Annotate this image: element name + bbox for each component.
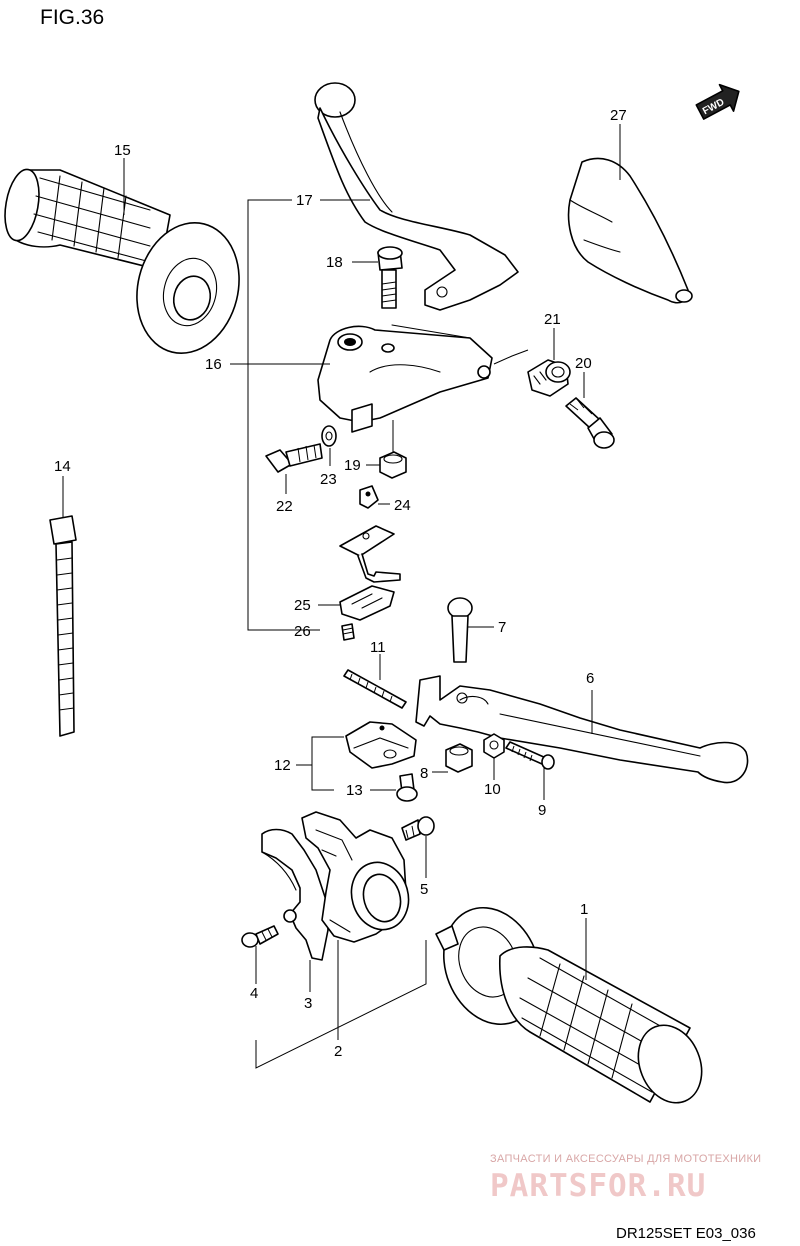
callout-20: 20 bbox=[575, 355, 592, 372]
part-23-washer[interactable] bbox=[321, 425, 337, 447]
part-12-brake-switch-bracket[interactable] bbox=[345, 721, 417, 769]
callout-1: 1 bbox=[580, 901, 588, 918]
callout-9: 9 bbox=[538, 802, 546, 819]
callout-23: 23 bbox=[320, 471, 337, 488]
fwd-arrow-icon: FWD bbox=[695, 83, 740, 120]
part-15-left-grip[interactable] bbox=[0, 167, 252, 364]
callout-27: 27 bbox=[610, 107, 627, 124]
callout-3: 3 bbox=[304, 995, 312, 1012]
part-9-adjuster-screw[interactable] bbox=[505, 741, 555, 770]
callout-19: 19 bbox=[344, 457, 361, 474]
part-25-clutch-switch[interactable] bbox=[339, 585, 395, 621]
part-1-throttle-grip[interactable] bbox=[427, 893, 713, 1112]
part-20-adjuster-bolt[interactable] bbox=[565, 397, 615, 449]
part-2-throttle-housing[interactable] bbox=[301, 811, 416, 943]
callout-17: 17 bbox=[296, 192, 313, 209]
part-16-lever-bracket[interactable] bbox=[317, 324, 493, 433]
callout-7: 7 bbox=[498, 619, 506, 636]
callout-15: 15 bbox=[114, 142, 131, 159]
callout-26: 26 bbox=[294, 623, 311, 640]
callout-12: 12 bbox=[274, 757, 291, 774]
part-24-pin[interactable] bbox=[359, 485, 379, 509]
callout-24: 24 bbox=[394, 497, 411, 514]
part-19-nut[interactable] bbox=[379, 451, 407, 479]
callout-14: 14 bbox=[54, 458, 71, 475]
part-3-housing-cover[interactable] bbox=[261, 828, 329, 961]
watermark-logo: PARTSFOR.RU bbox=[490, 1168, 706, 1204]
callout-21: 21 bbox=[544, 311, 561, 328]
figure-code: DR125SET E03_036 bbox=[616, 1225, 756, 1242]
part-11-adjust-rod[interactable] bbox=[343, 669, 407, 709]
watermark-tagline: ЗАПЧАСТИ И АКСЕССУАРЫ ДЛЯ МОТОТЕХНИКИ bbox=[490, 1153, 761, 1165]
callout-18: 18 bbox=[326, 254, 343, 271]
part-7-brake-pivot-bolt[interactable] bbox=[447, 597, 473, 663]
part-4-screw[interactable] bbox=[241, 925, 279, 948]
part-26-screw[interactable] bbox=[341, 623, 355, 641]
part-14-cable-tie[interactable] bbox=[49, 515, 77, 737]
clutch-switch-plate[interactable] bbox=[339, 525, 401, 583]
callout-22: 22 bbox=[276, 498, 293, 515]
part-5-screw[interactable] bbox=[401, 816, 435, 841]
part-10-nut[interactable] bbox=[483, 733, 505, 759]
callout-6: 6 bbox=[586, 670, 594, 687]
part-17-clutch-lever[interactable] bbox=[314, 82, 519, 311]
part-6-brake-lever[interactable] bbox=[415, 675, 749, 784]
callout-5: 5 bbox=[420, 881, 428, 898]
part-18-pivot-bolt[interactable] bbox=[377, 246, 403, 309]
part-13-screw[interactable] bbox=[396, 773, 418, 802]
callout-16: 16 bbox=[205, 356, 222, 373]
part-21-adjuster-nut[interactable] bbox=[527, 359, 571, 397]
part-8-nut[interactable] bbox=[445, 743, 473, 773]
figure-title: FIG.36 bbox=[40, 6, 104, 29]
callout-13: 13 bbox=[346, 782, 363, 799]
part-22-bolt[interactable] bbox=[265, 443, 323, 473]
callout-10: 10 bbox=[484, 781, 501, 798]
part-27-lever-cover[interactable] bbox=[567, 157, 693, 304]
callout-11: 11 bbox=[370, 639, 386, 656]
callout-4: 4 bbox=[250, 985, 258, 1002]
callout-2: 2 bbox=[334, 1043, 342, 1060]
callout-25: 25 bbox=[294, 597, 311, 614]
callout-8: 8 bbox=[420, 765, 428, 782]
